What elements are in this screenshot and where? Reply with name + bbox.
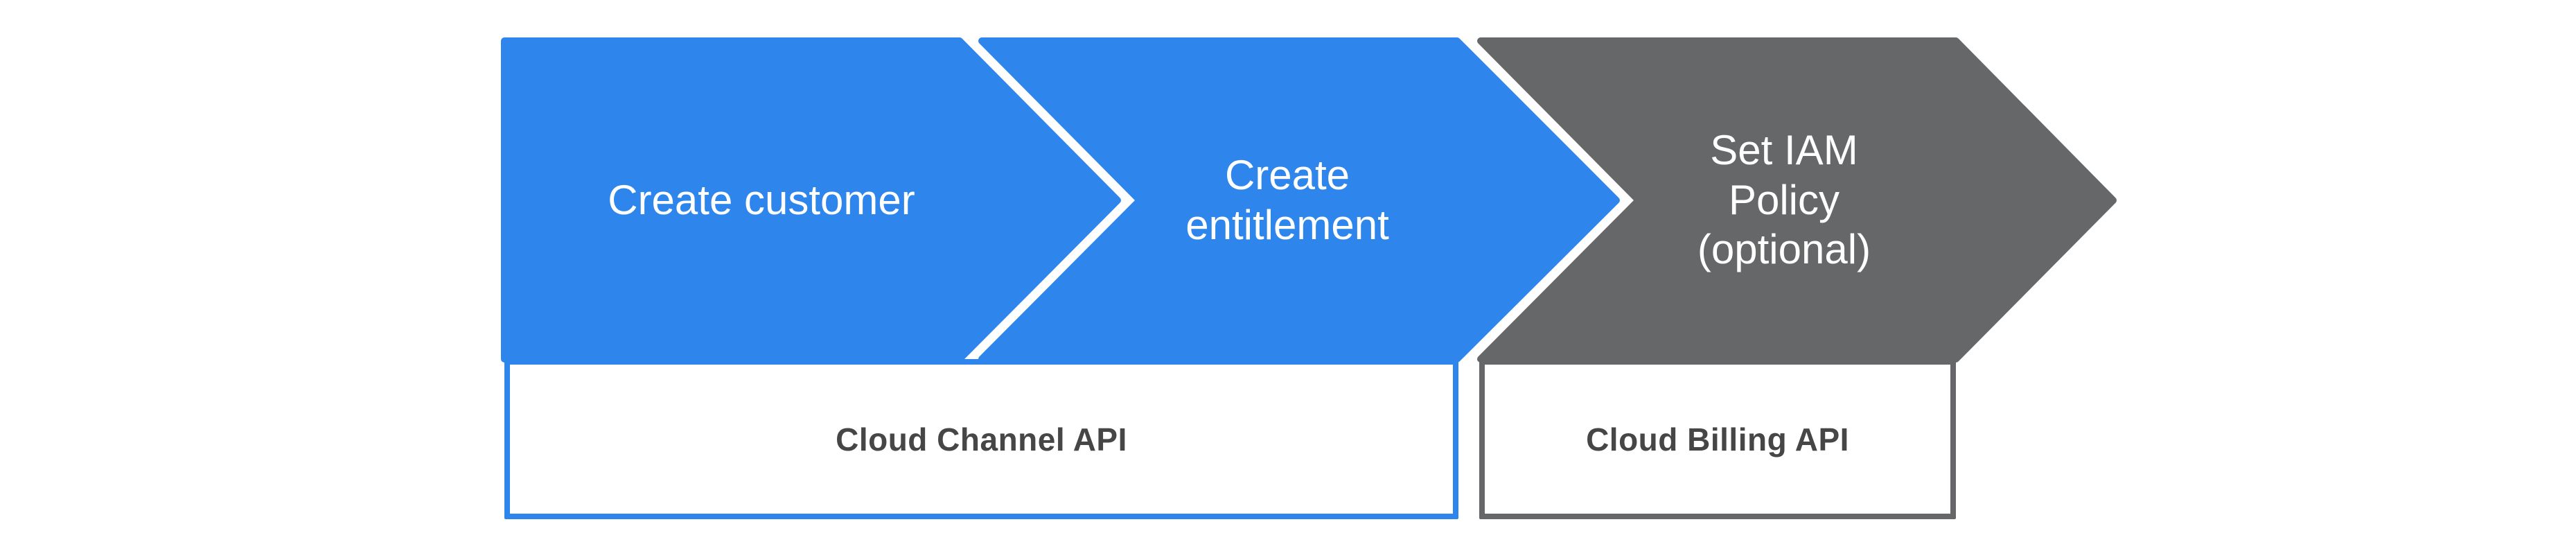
cloud-billing-api-label: Cloud Billing API [1586, 421, 1849, 458]
cloud-billing-api-box: Cloud Billing API [1479, 359, 1956, 519]
chevron-create-customer [501, 37, 1121, 363]
cloud-channel-api-box: Cloud Channel API [504, 359, 1458, 519]
cloud-channel-api-label: Cloud Channel API [836, 421, 1127, 458]
chevron-set-iam-policy [1477, 37, 2117, 363]
